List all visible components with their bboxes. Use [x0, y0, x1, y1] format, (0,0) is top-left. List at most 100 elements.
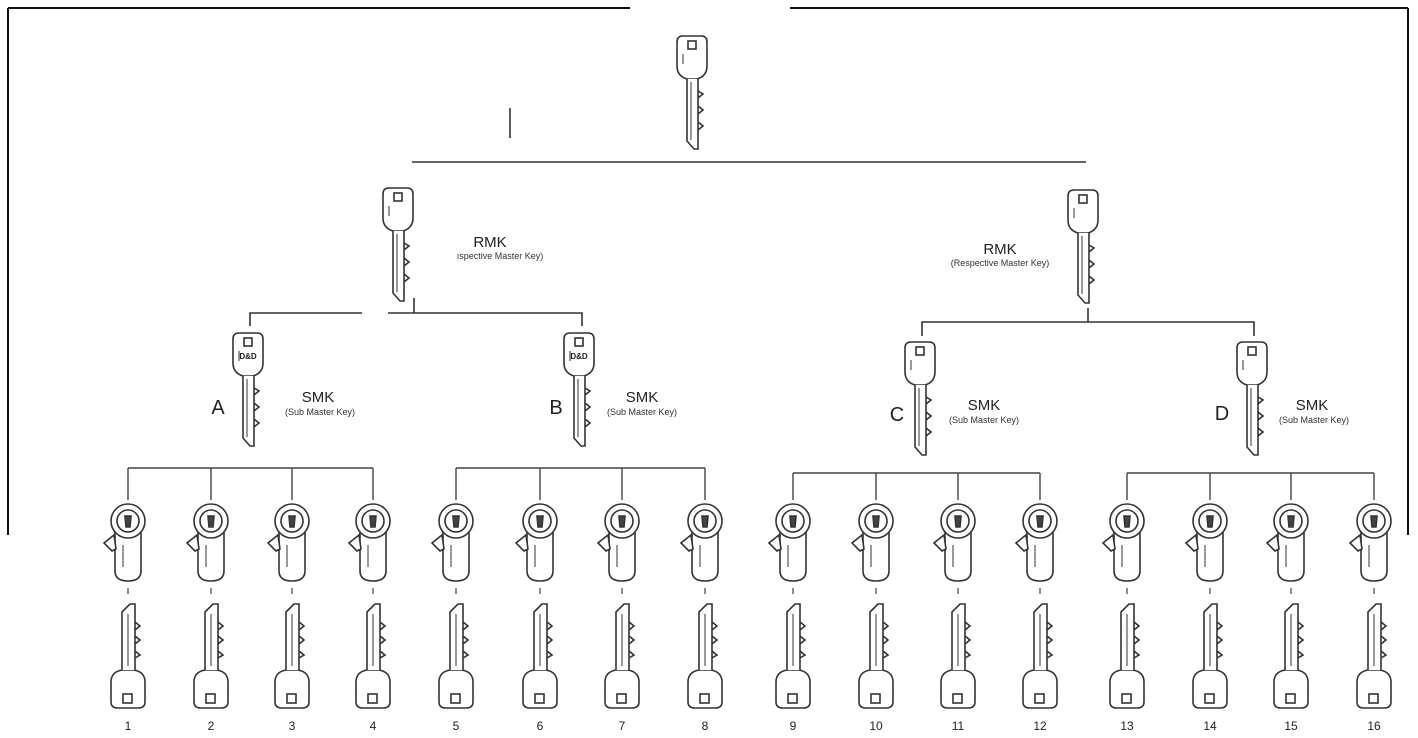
lock-cylinder-6-icon-cam: [514, 533, 529, 552]
user-key-16-icon-head: [1356, 669, 1392, 709]
sub-master-key-a-icon-blade: [242, 376, 261, 447]
lock-cylinder-16-icon: [1348, 503, 1392, 582]
cylinder-number-1: 1: [125, 719, 132, 733]
smk-d-subtitle: (Sub Master Key): [1279, 415, 1349, 425]
lock-cylinder-7-icon-keyway: [618, 515, 626, 528]
rmk-left-branch: [249, 312, 362, 326]
lock-cylinder-15-icon-keyway: [1287, 515, 1295, 528]
user-key-12-icon-hole: [1034, 693, 1045, 704]
sub-master-key-a-icon: D&D: [232, 332, 264, 447]
lock-cylinder-7-icon-cam: [596, 533, 611, 552]
smk-d-letter: D: [1215, 403, 1229, 425]
lock-cylinder-13-icon: [1101, 503, 1145, 582]
master-key-left-icon: [382, 187, 414, 302]
user-key-9-icon-hole: [787, 693, 798, 704]
lock-cylinder-14-icon: [1184, 503, 1228, 582]
user-key-6-icon-blade: [533, 603, 554, 670]
cylinder-number-2: 2: [208, 719, 215, 733]
lock-cylinder-8-icon: [679, 503, 723, 582]
lock-cylinder-6-icon: [514, 503, 558, 582]
user-key-15-icon-blade: [1284, 603, 1305, 670]
smk-a-title: SMK: [302, 389, 335, 406]
lock-cylinder-6-icon-keyway: [536, 515, 544, 528]
user-key-7-icon: [604, 603, 640, 709]
rmk-right-subtitle: (Respective Master Key): [951, 258, 1050, 268]
user-key-16-icon-hole: [1368, 693, 1379, 704]
lock-cylinder-3-icon-cam: [266, 533, 281, 552]
user-key-11-icon-head: [940, 669, 976, 709]
lock-cylinder-5-icon-cam: [430, 533, 445, 552]
smk-b-subtitle: (Sub Master Key): [607, 407, 677, 417]
rmk-right-title: RMK: [983, 241, 1016, 258]
lock-cylinder-5-icon: [430, 503, 474, 582]
user-key-16-icon-blade: [1367, 603, 1388, 670]
user-key-1-icon-hole: [122, 693, 133, 704]
sub-master-key-b-icon-brand: D&D: [570, 352, 588, 361]
lock-cylinder-3-icon: [266, 503, 310, 582]
lock-cylinder-8-icon-cam: [679, 533, 694, 552]
lock-cylinder-4-icon: [347, 503, 391, 582]
rmk-left-subtitle: ıspective Master Key): [457, 251, 544, 261]
sub-master-key-a-icon-hole: [243, 337, 253, 347]
user-key-9-icon: [775, 603, 811, 709]
cylinder-number-9: 9: [790, 719, 797, 733]
cylinder-number-3: 3: [289, 719, 296, 733]
master-key-left-icon-head: [382, 187, 414, 232]
lock-cylinder-7-icon: [596, 503, 640, 582]
smk-a-letter: A: [211, 397, 225, 419]
lock-cylinder-11-icon-keyway: [954, 515, 962, 528]
user-key-8-icon-hole: [699, 693, 710, 704]
user-key-3-icon-hole: [286, 693, 297, 704]
lock-cylinder-4-icon-keyway: [369, 515, 377, 528]
user-key-12-icon-blade: [1033, 603, 1054, 670]
user-key-4-icon: [355, 603, 391, 709]
user-key-10-icon: [858, 603, 894, 709]
sub-master-key-d-icon-head: [1236, 341, 1268, 386]
user-key-5-icon-blade: [449, 603, 470, 670]
lock-cylinder-8-icon-keyway: [701, 515, 709, 528]
user-key-4-icon-hole: [367, 693, 378, 704]
user-key-10-icon-head: [858, 669, 894, 709]
user-key-4-icon-head: [355, 669, 391, 709]
user-key-2-icon: [193, 603, 229, 709]
cylinder-number-6: 6: [537, 719, 544, 733]
grand-master-key-icon-blade: [686, 79, 705, 150]
sub-master-key-b-icon-head: [563, 332, 595, 377]
user-key-14-icon: [1192, 603, 1228, 709]
smk-d-title: SMK: [1296, 397, 1329, 414]
user-key-1-icon-head: [110, 669, 146, 709]
lock-cylinder-12-icon-cam: [1014, 533, 1029, 552]
lock-cylinder-4-icon-cam: [347, 533, 362, 552]
user-key-10-icon-blade: [869, 603, 890, 670]
master-key-left-icon-hole: [393, 192, 403, 202]
sub-master-key-b-icon-blade: [573, 376, 592, 447]
smk-c-title: SMK: [968, 397, 1001, 414]
user-key-8-icon-blade: [698, 603, 719, 670]
lock-cylinder-9-icon-cam: [767, 533, 782, 552]
user-key-14-icon-head: [1192, 669, 1228, 709]
lock-cylinder-2-icon-cam: [185, 533, 200, 552]
smk-c-letter: C: [890, 404, 904, 426]
master-key-right-icon-blade: [1077, 233, 1096, 304]
user-key-15-icon: [1273, 603, 1309, 709]
cylinder-number-10: 10: [869, 719, 883, 733]
sub-master-key-c-icon: [904, 341, 936, 456]
user-key-5-icon-hole: [450, 693, 461, 704]
user-key-5-icon: [438, 603, 474, 709]
lock-cylinder-12-icon-keyway: [1036, 515, 1044, 528]
user-key-1-icon: [110, 603, 146, 709]
connector-lines: [249, 108, 1255, 336]
user-key-12-icon: [1022, 603, 1058, 709]
sub-master-key-a-icon-brand: D&D: [239, 352, 257, 361]
user-key-15-icon-hole: [1285, 693, 1296, 704]
user-key-5-icon-head: [438, 669, 474, 709]
grand-master-key-icon: [676, 35, 708, 150]
rmk-right-branch: [921, 321, 1255, 336]
user-key-13-icon-hole: [1121, 693, 1132, 704]
user-key-4-icon-blade: [366, 603, 387, 670]
cylinder-number-12: 12: [1033, 719, 1047, 733]
lock-cylinder-11-icon-cam: [932, 533, 947, 552]
smk-a-subtitle: (Sub Master Key): [285, 407, 355, 417]
